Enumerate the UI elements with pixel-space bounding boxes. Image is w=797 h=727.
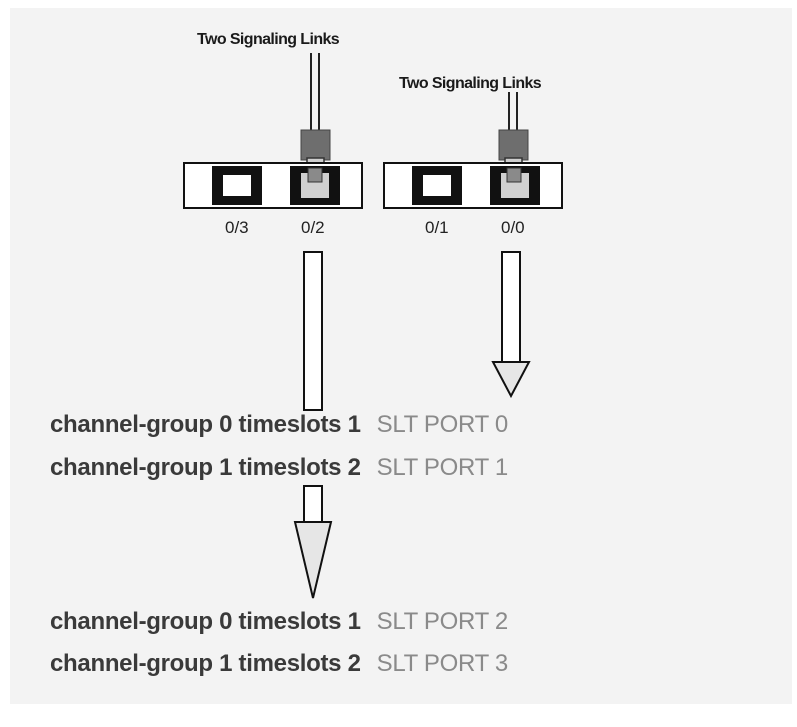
- channel-group-config: channel-group 0 timeslots 1: [50, 411, 361, 438]
- port-label-0-3: 0/3: [225, 218, 249, 237]
- port-0-2-socket: [290, 166, 340, 205]
- diagram-panel: Two Signaling Links Two Signaling Links …: [10, 8, 792, 704]
- signaling-links-label-left: Two Signaling Links: [197, 31, 340, 48]
- config-row: channel-group 0 timeslots 1 SLT PORT 0: [50, 411, 508, 439]
- channel-group-config: channel-group 1 timeslots 2: [50, 454, 361, 481]
- config-row: channel-group 0 timeslots 1 SLT PORT 2: [50, 608, 508, 636]
- port-label-0-2: 0/2: [301, 218, 325, 237]
- interface-card-right: [383, 162, 563, 209]
- config-row: channel-group 1 timeslots 2 SLT PORT 3: [50, 650, 508, 678]
- port-label-0-1: 0/1: [425, 218, 449, 237]
- slt-port-label: SLT PORT 1: [376, 454, 509, 481]
- port-label-0-0: 0/0: [501, 218, 525, 237]
- port-0-1-socket: [412, 166, 462, 205]
- slt-port-label: SLT PORT 0: [376, 411, 509, 438]
- config-row: channel-group 1 timeslots 2 SLT PORT 1: [50, 454, 508, 482]
- channel-group-config: channel-group 1 timeslots 2: [50, 650, 361, 677]
- port-0-3-socket: [212, 166, 262, 205]
- signaling-cable-left: [300, 53, 331, 173]
- channel-group-config: channel-group 0 timeslots 1: [50, 608, 361, 635]
- port-0-0-socket: [490, 166, 540, 205]
- interface-card-left: [183, 162, 363, 209]
- signaling-cable-right: [498, 92, 529, 173]
- signaling-links-label-right: Two Signaling Links: [399, 75, 542, 92]
- slt-port-label: SLT PORT 3: [376, 650, 509, 677]
- arrow-port-0-0: [491, 251, 531, 399]
- diagram-graphic: [183, 53, 563, 599]
- slt-port-label: SLT PORT 2: [376, 608, 509, 635]
- arrow-port-0-2: [293, 251, 333, 599]
